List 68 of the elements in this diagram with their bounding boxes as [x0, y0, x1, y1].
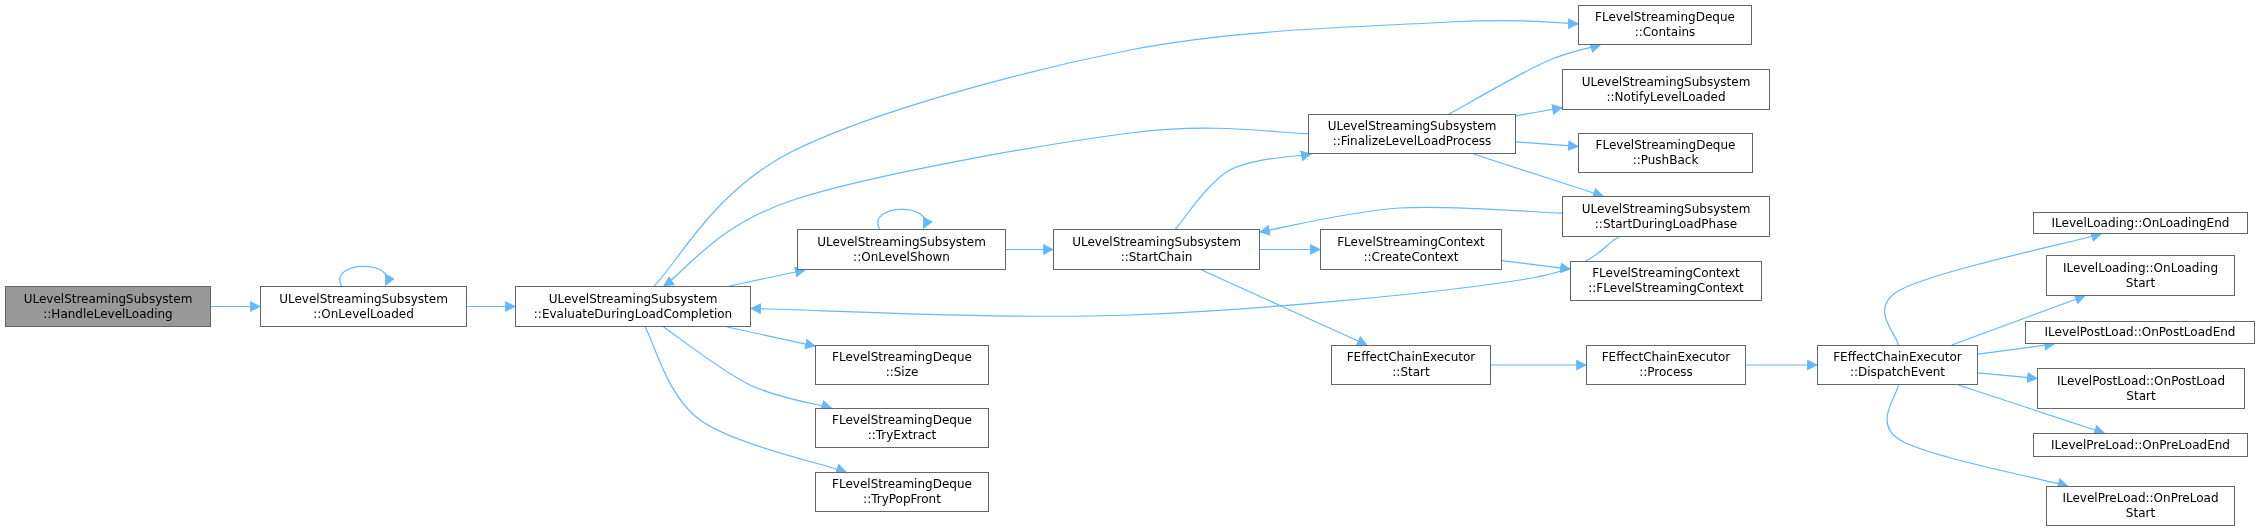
function-name: FEffectChainExecutor ::Process [1600, 350, 1732, 380]
function-name: ILevelPostLoad::OnPostLoadEnd [2044, 325, 2236, 340]
function-name: ULevelStreamingSubsystem ::EvaluateDuringLoadCompletion [532, 291, 734, 322]
arrow [729, 266, 806, 287]
function-name: ULevelStreamingSubsystem ::FinalizeLevelLoadProcess [1326, 119, 1498, 149]
function-name: ULevelStreamingSubsystem ::StartChain [1071, 234, 1242, 265]
arrow [1174, 150, 1312, 230]
function-name: FEffectChainExecutor ::Start [1345, 350, 1477, 380]
function-box [1308, 114, 1516, 154]
function-box [2037, 368, 2245, 409]
arrow [1005, 244, 1055, 255]
function-box [815, 472, 989, 512]
arrow [1490, 359, 1588, 371]
arrow [1977, 372, 2039, 383]
function-name: ULevelStreamingSubsystem ::OnLevelLoaded [278, 291, 449, 322]
function-box [5, 286, 211, 327]
function-name: ILevelLoading::OnLoading Start [2061, 260, 2219, 291]
function-name: FLevelStreamingDeque ::TryExtract [831, 413, 973, 443]
function-box [1562, 196, 1770, 237]
function-name: ULevelStreamingSubsystem ::NotifyLevelLoaded [1580, 74, 1752, 105]
function-box [2033, 433, 2248, 457]
function-box [1562, 69, 1770, 110]
arrow [653, 18, 1580, 287]
function-box [2046, 486, 2235, 526]
function-name: ILevelPreLoad::OnPreLoad Start [2061, 491, 2220, 521]
function-box [1578, 133, 1753, 173]
arrow [1258, 206, 1563, 236]
function-box [2046, 255, 2235, 296]
arrow [1259, 244, 1322, 255]
function-name: ILevelPreLoad::OnPreLoadEnd [2051, 437, 2230, 453]
arrow [1951, 294, 2086, 346]
function-box [1053, 229, 1260, 270]
function-box [815, 408, 989, 448]
function-box [1578, 5, 1752, 45]
function-name: ULevelStreamingSubsystem ::StartDuringLoadPhase [1580, 201, 1752, 232]
function-name: FEffectChainExecutor ::DispatchEvent [1832, 350, 1963, 380]
function-box [260, 286, 467, 327]
arrow [877, 208, 932, 230]
arrow [339, 265, 394, 287]
function-box [1586, 345, 1746, 385]
function-name: ILevelPostLoad::OnPostLoad Start [2055, 373, 2227, 404]
arrow [749, 236, 1620, 317]
function-box [2025, 321, 2255, 344]
arrow [1745, 359, 1819, 371]
function-name: FLevelStreamingDeque ::Contains [1594, 10, 1736, 40]
arrow [1515, 104, 1564, 117]
function-name: FLevelStreamingContext ::CreateContext [1336, 234, 1486, 265]
function-box [1320, 229, 1502, 270]
arrow [1515, 140, 1580, 152]
function-name: ULevelStreamingSubsystem ::OnLevelShown [816, 234, 987, 265]
arrow [1201, 269, 1368, 346]
function-name: FLevelStreamingContext ::FLevelStreamingContext [1587, 266, 1745, 296]
arrow [466, 301, 517, 312]
function-box [515, 286, 751, 327]
function-box [797, 229, 1006, 270]
function-box [1570, 261, 1762, 301]
function-name: FLevelStreamingDeque ::TryPopFront [831, 477, 973, 507]
function-box [1817, 345, 1978, 385]
function-name: FLevelStreamingDeque ::Size [831, 350, 973, 380]
function-box [815, 345, 989, 385]
arrow [210, 301, 262, 312]
function-name: ILevelLoading::OnLoadingEnd [2051, 215, 2230, 231]
arrow [662, 127, 1309, 287]
function-box [1331, 345, 1491, 385]
arrow [1501, 260, 1572, 274]
function-box [2033, 212, 2248, 234]
function-name: ULevelStreamingSubsystem ::HandleLevelLoading [22, 291, 194, 322]
function-name: FLevelStreamingDeque ::PushBack [1594, 138, 1737, 168]
